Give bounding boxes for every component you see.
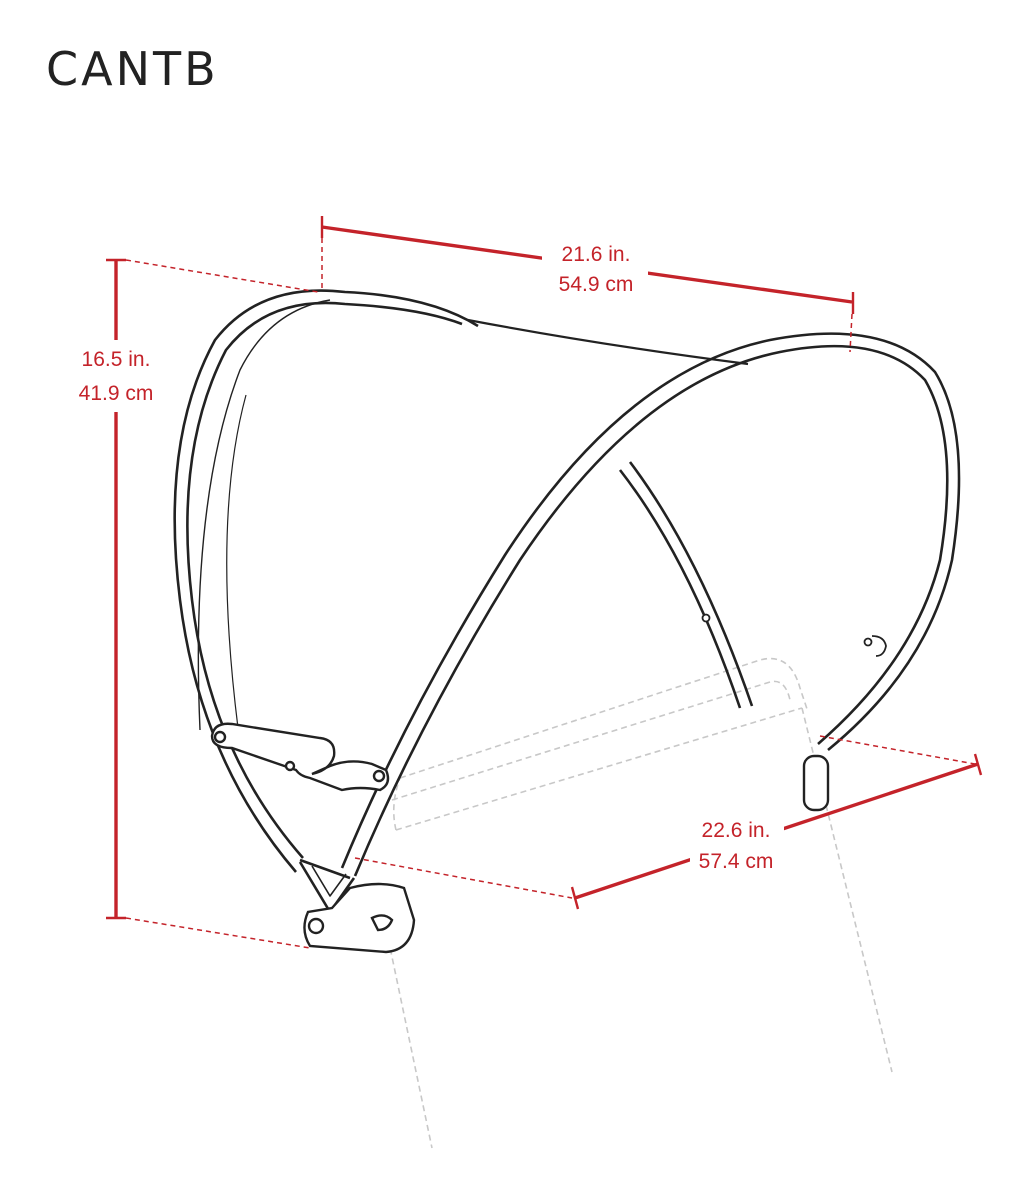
product-title: CANTB <box>46 42 219 96</box>
depth-dimension-label: 22.6 in. 57.4 cm <box>699 819 774 873</box>
height-dimension-label: 16.5 in. 41.9 cm <box>79 348 154 405</box>
depth-imperial: 22.6 in. <box>702 819 771 842</box>
width-metric: 54.9 cm <box>559 273 634 296</box>
stroller-seat-ghost <box>377 657 893 1149</box>
canopy-frame <box>173 289 961 913</box>
height-metric: 41.9 cm <box>79 382 154 405</box>
depth-metric: 57.4 cm <box>699 850 774 873</box>
height-imperial: 16.5 in. <box>82 348 151 371</box>
width-imperial: 21.6 in. <box>562 243 631 266</box>
dimension-lines <box>106 216 983 949</box>
frame-rivets <box>701 613 887 657</box>
mounting-bracket <box>303 882 416 954</box>
canopy-clip <box>802 754 830 812</box>
label-backgrounds <box>70 236 784 880</box>
width-dimension-label: 21.6 in. 54.9 cm <box>559 243 634 296</box>
canopy-hinge-arm <box>210 722 390 792</box>
